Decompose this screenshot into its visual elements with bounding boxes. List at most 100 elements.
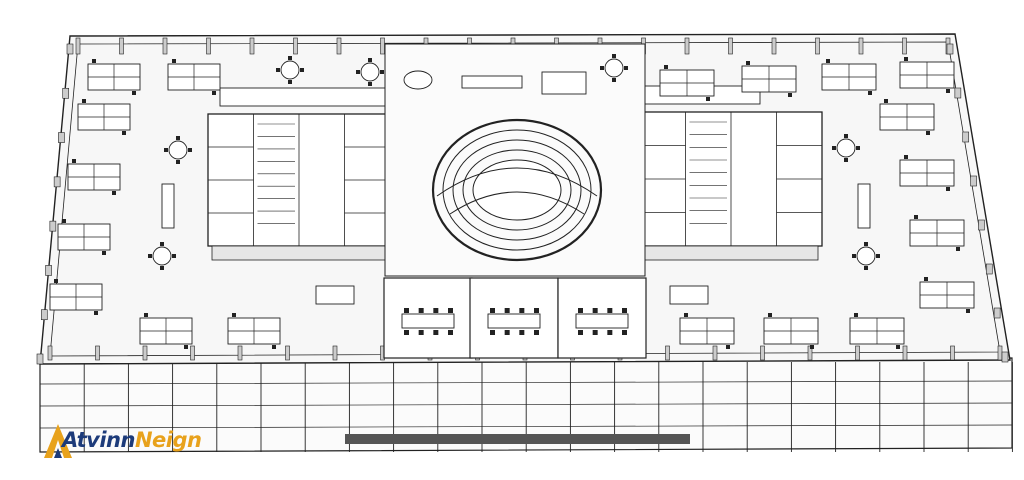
desk-cluster [139, 313, 193, 349]
column-bottom [142, 345, 148, 361]
chair [534, 330, 539, 335]
column-right [970, 175, 977, 187]
column-left [45, 265, 52, 276]
round-table [148, 242, 176, 270]
desk-cluster [741, 61, 797, 97]
chair [122, 131, 126, 135]
entrance-canopy [345, 434, 690, 444]
column-top [206, 37, 211, 55]
core-front-wall [211, 245, 387, 261]
desk-cluster [879, 99, 935, 135]
column-top [771, 37, 777, 55]
storage-unit [315, 285, 355, 305]
storage-unit [857, 183, 871, 229]
round-table [832, 134, 860, 162]
chair [844, 134, 848, 138]
chair [904, 155, 908, 159]
chair [896, 345, 900, 349]
chair [854, 313, 858, 317]
facade-transom [39, 424, 1013, 429]
chair [868, 91, 872, 95]
chair [600, 66, 604, 70]
column-top [336, 37, 342, 55]
chair [519, 308, 525, 313]
chair [176, 160, 180, 164]
chair [184, 345, 188, 349]
meeting-table [401, 313, 455, 329]
desk-cluster [909, 215, 965, 251]
chair [924, 277, 928, 281]
chair [433, 308, 439, 313]
chair [102, 251, 106, 255]
chair [684, 313, 688, 317]
chair [232, 313, 236, 317]
chair [612, 78, 616, 82]
chair [62, 219, 66, 223]
left-core-top-wall [219, 87, 391, 107]
chair [768, 313, 772, 317]
column-right [962, 131, 970, 143]
right-core [639, 111, 823, 261]
chair [433, 330, 439, 335]
chair [380, 70, 384, 74]
chair [490, 330, 495, 335]
chair [966, 309, 970, 313]
stair-cores [207, 85, 823, 261]
desk-cluster [919, 277, 975, 313]
chair [726, 345, 730, 349]
column-left [58, 132, 65, 143]
column-left [40, 309, 48, 321]
table-top [856, 246, 876, 266]
chair [188, 148, 192, 152]
workstations [49, 54, 975, 349]
desk-cluster [87, 59, 141, 95]
reception-counter [541, 71, 587, 95]
atrium-ring [452, 139, 582, 241]
chair [852, 254, 856, 258]
column-bottom [902, 345, 908, 361]
column-top [728, 37, 733, 55]
logo-wordmark-secondary: Neign [134, 428, 202, 452]
chair [404, 330, 409, 335]
meeting-table [487, 313, 541, 329]
chair [826, 59, 830, 63]
chair [172, 59, 176, 63]
column-right [954, 87, 962, 99]
chair [356, 70, 360, 74]
chair [810, 345, 814, 349]
column-bottom [285, 345, 290, 361]
column-bottom [47, 345, 53, 361]
desk-cluster [763, 313, 819, 349]
chair [706, 97, 710, 101]
desk-cluster [67, 159, 121, 195]
chair [504, 308, 510, 313]
desk-cluster [821, 59, 877, 95]
column-top [684, 37, 690, 55]
chair [519, 330, 525, 335]
table-top [168, 140, 188, 160]
round-table [600, 54, 628, 82]
chair [664, 65, 668, 69]
column-left [49, 220, 57, 232]
column-bottom [950, 345, 955, 361]
chair [622, 330, 627, 335]
meeting-table [575, 313, 629, 329]
column-top [858, 37, 864, 55]
chair [288, 80, 292, 84]
chair [914, 215, 918, 219]
round-table [852, 242, 880, 270]
column-top [119, 37, 124, 55]
desk-cluster [57, 219, 111, 255]
atrium-ring [442, 129, 592, 251]
desk-cluster [899, 57, 955, 93]
chair [622, 308, 627, 313]
chair [272, 345, 276, 349]
column-top [902, 37, 907, 55]
chair [144, 313, 148, 317]
table-top [360, 62, 380, 82]
lounge-table [403, 70, 433, 90]
chair [876, 254, 880, 258]
chair [172, 254, 176, 258]
chair [82, 99, 86, 103]
